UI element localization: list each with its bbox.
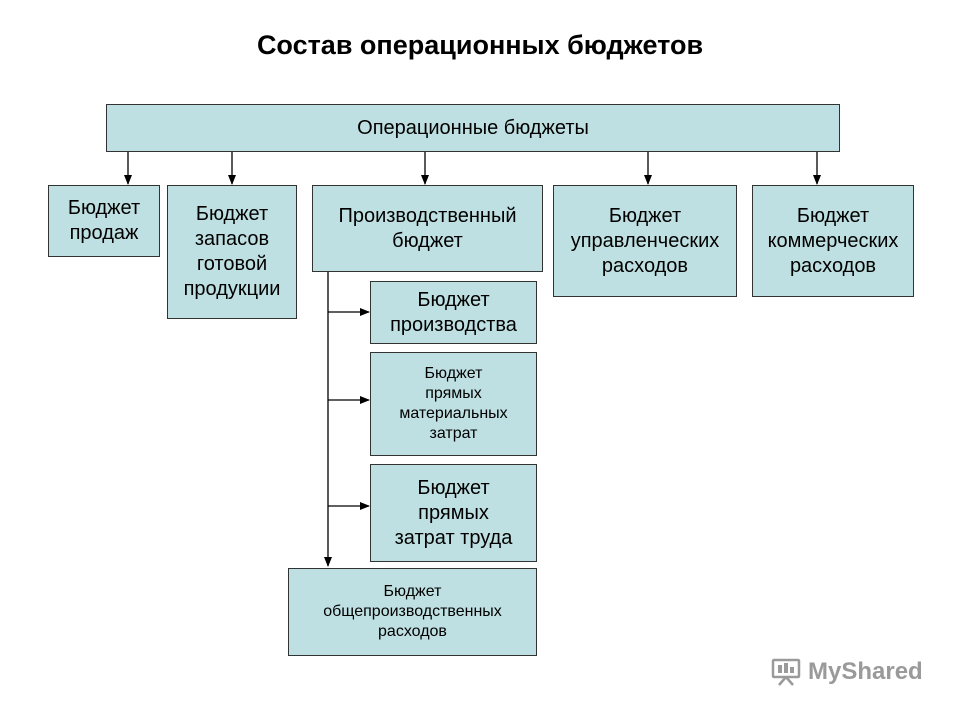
node-inventory-budget: Бюджет запасов готовой продукции	[167, 185, 297, 319]
node-admin-expenses-budget: Бюджет управленческих расходов	[553, 185, 737, 297]
node-production-group-budget: Производственный бюджет	[312, 185, 543, 272]
watermark: MyShared	[770, 656, 923, 688]
node-overhead-budget: Бюджет общепроизводственных расходов	[288, 568, 537, 656]
node-production-budget: Бюджет производства	[370, 281, 537, 344]
node-commercial-expenses-budget: Бюджет коммерческих расходов	[752, 185, 914, 297]
node-direct-labor-budget: Бюджет прямых затрат труда	[370, 464, 537, 562]
node-operating-budgets: Операционные бюджеты	[106, 104, 840, 152]
page-title: Состав операционных бюджетов	[256, 30, 704, 60]
node-sales-budget: Бюджет продаж	[48, 185, 160, 257]
presentation-icon	[771, 658, 801, 686]
node-direct-materials-budget: Бюджет прямых материальных затрат	[370, 352, 537, 456]
watermark-text: MyShared	[808, 658, 923, 685]
